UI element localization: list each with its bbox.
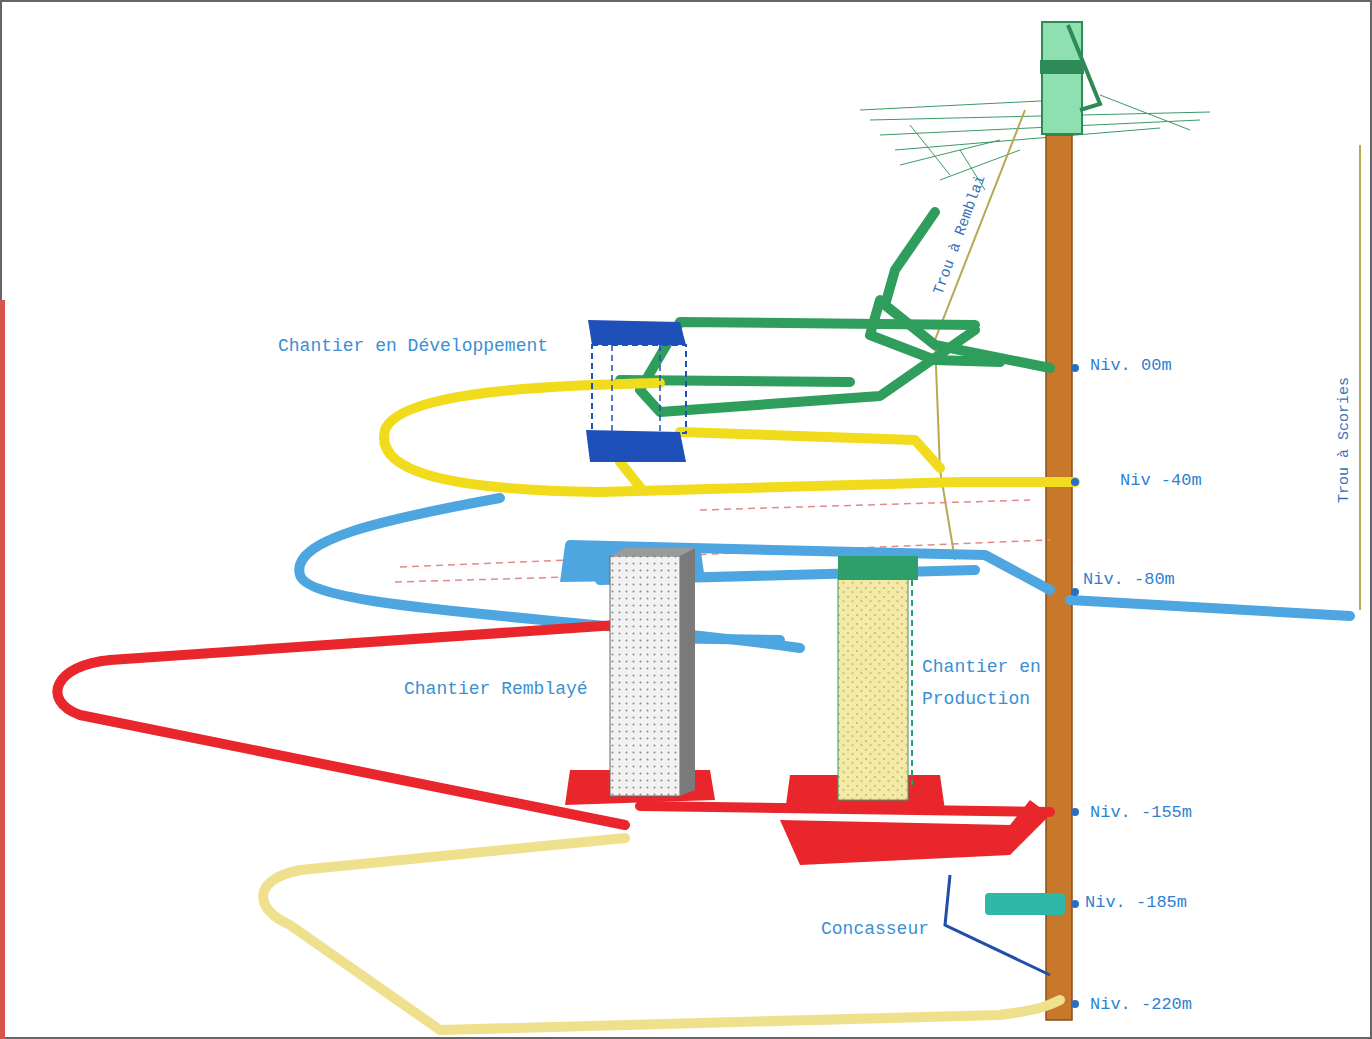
level-label: Niv. -155m [1090,803,1192,822]
level-label: Niv -40m [1120,471,1202,490]
stope-label: Chantier Remblayé [404,678,590,701]
crusher-label: Concasseur [821,918,932,941]
level-label: Niv. -80m [1083,570,1175,589]
stope-label: Chantier en Production [922,651,1054,715]
level-label: Niv. 00m [1090,356,1172,375]
label-text: Chantier en Développement [278,335,551,358]
stope-label: Chantier en Développement [278,335,551,358]
label-text: Chantier Remblayé [404,678,590,701]
level-label: Niv. -220m [1090,995,1192,1014]
label-text: Concasseur [821,918,932,941]
hole-label: Trou à Scories [1336,377,1353,503]
label-text: Chantier en Production [922,651,1052,715]
level-label: Niv. -185m [1085,893,1187,912]
